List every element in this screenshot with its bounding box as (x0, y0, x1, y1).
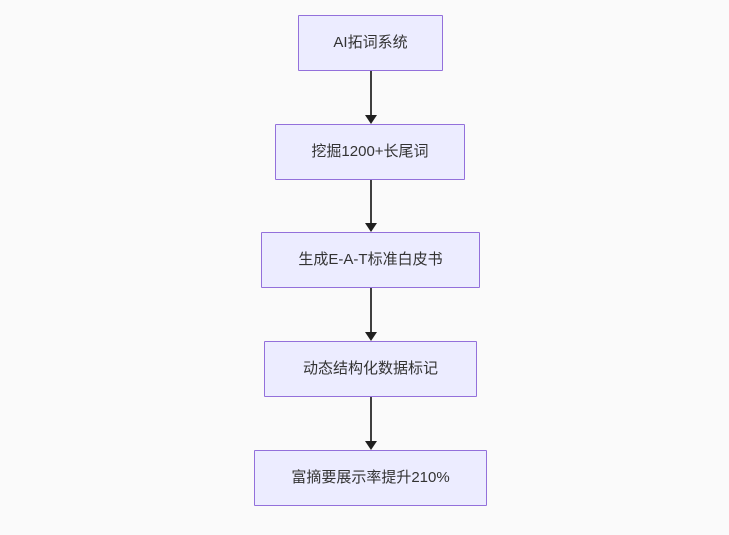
arrow-line (370, 288, 372, 332)
flow-node-eat-whitepaper: 生成E-A-T标准白皮书 (261, 232, 480, 288)
arrowhead-icon (365, 332, 377, 341)
flow-node-label: 挖掘1200+长尾词 (311, 143, 429, 160)
arrowhead-icon (365, 223, 377, 232)
flow-node-ai-keyword-system: AI拓词系统 (298, 15, 443, 71)
arrow-line (370, 71, 372, 115)
flow-node-rich-snippet-uplift: 富摘要展示率提升210% (254, 450, 487, 506)
flow-node-label: AI拓词系统 (333, 34, 408, 51)
arrow-down-icon (364, 180, 378, 232)
arrowhead-icon (365, 441, 377, 450)
flow-node-label: 富摘要展示率提升210% (291, 469, 450, 486)
arrow-down-icon (364, 397, 378, 450)
arrow-down-icon (364, 288, 378, 341)
flow-node-label: 生成E-A-T标准白皮书 (298, 251, 443, 268)
arrow-line (370, 397, 372, 441)
flow-node-label: 动态结构化数据标记 (302, 360, 438, 377)
arrowhead-icon (365, 115, 377, 124)
arrow-down-icon (364, 71, 378, 124)
arrow-line (370, 180, 372, 223)
flow-node-structured-data-markup: 动态结构化数据标记 (264, 341, 477, 397)
flow-node-longtail-mining: 挖掘1200+长尾词 (275, 124, 465, 180)
